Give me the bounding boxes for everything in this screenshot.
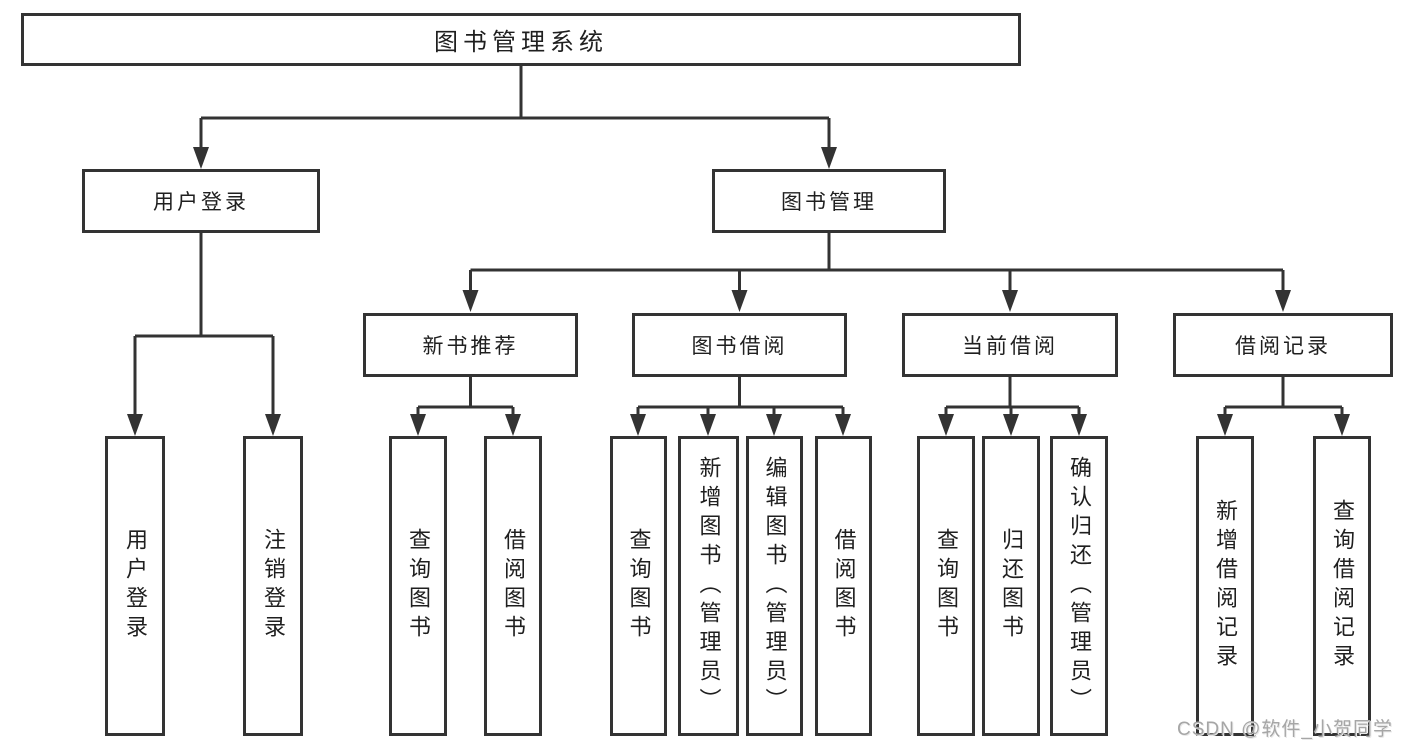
connector-root: [199, 66, 831, 150]
connector-borrow-records: [1223, 377, 1344, 417]
node-leaf-logout: 注销登录: [243, 436, 303, 736]
node-book-management: 图书管理: [712, 169, 946, 233]
node-system-root: 图书管理系统: [21, 13, 1021, 66]
node-leaf-add-borrow-record: 新增借阅记录: [1196, 436, 1254, 736]
node-leaf-return-books: 归还图书: [982, 436, 1040, 736]
node-label: 归还图书: [999, 528, 1024, 644]
node-leaf-confirm-return-admin: 确认归还（管理员）: [1050, 436, 1108, 736]
connector-book-borrowing: [636, 377, 845, 417]
node-leaf-borrow-books-recommend: 借阅图书: [484, 436, 542, 736]
node-new-book-recommend: 新书推荐: [363, 313, 578, 377]
connector-current-borrowing: [944, 377, 1081, 417]
node-label: 借阅图书: [831, 528, 857, 644]
node-label: 图书管理: [781, 191, 877, 214]
connector-book-management: [469, 233, 1285, 292]
node-leaf-query-books-current: 查询图书: [917, 436, 975, 736]
node-leaf-add-books-admin: 新增图书（管理员）: [678, 436, 739, 736]
node-label: 新增借阅记录: [1213, 499, 1238, 673]
node-leaf-edit-books-admin: 编辑图书（管理员）: [746, 436, 803, 736]
node-label: 编辑图书（管理员）: [762, 455, 788, 717]
node-label: 当前借阅: [962, 335, 1058, 358]
node-label: 确认归还（管理员）: [1067, 455, 1092, 717]
node-leaf-query-borrow-record: 查询借阅记录: [1313, 436, 1371, 736]
node-label: 新书推荐: [422, 335, 519, 358]
csdn-watermark: CSDN @软件_小贺同学: [1177, 719, 1393, 740]
node-label: 图书借阅: [691, 335, 788, 358]
node-label: 用户登录: [153, 191, 249, 214]
node-label: 查询图书: [406, 528, 431, 644]
node-label: 图书管理系统: [434, 29, 608, 56]
node-leaf-borrow-books: 借阅图书: [815, 436, 872, 736]
node-label: 借阅图书: [501, 528, 526, 644]
node-label: 查询图书: [934, 528, 959, 644]
node-leaf-query-books-borrowing: 查询图书: [610, 436, 667, 736]
node-leaf-user-login: 用户登录: [105, 436, 165, 736]
node-borrow-records: 借阅记录: [1173, 313, 1393, 377]
node-label: 查询图书: [626, 528, 652, 644]
node-label: 注销登录: [261, 528, 286, 644]
node-label: 用户登录: [123, 528, 148, 644]
node-book-borrowing: 图书借阅: [632, 313, 847, 377]
connector-new-book-recommend: [416, 377, 515, 417]
connector-user-login: [133, 233, 275, 416]
node-leaf-query-books-recommend: 查询图书: [389, 436, 447, 736]
node-user-login: 用户登录: [82, 169, 320, 233]
node-label: 查询借阅记录: [1330, 499, 1355, 673]
node-label: 新增图书（管理员）: [696, 455, 722, 717]
node-label: 借阅记录: [1235, 335, 1331, 358]
node-current-borrowing: 当前借阅: [902, 313, 1118, 377]
